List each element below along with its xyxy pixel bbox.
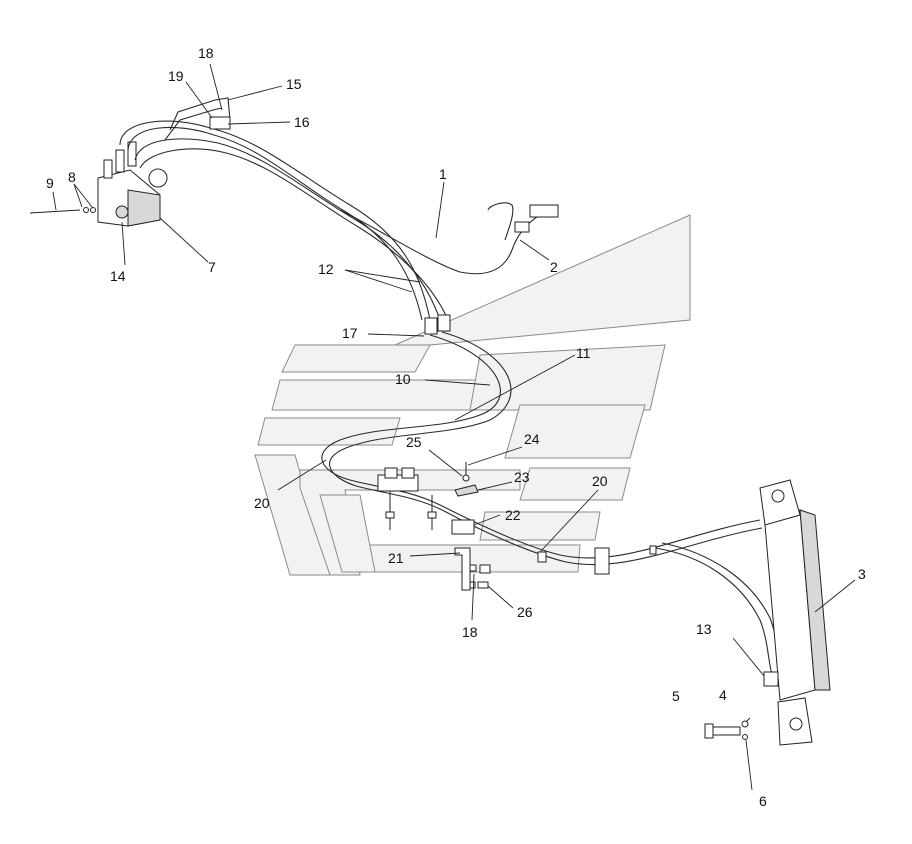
control-valve-block: [29, 141, 168, 227]
callout-25: 25: [406, 434, 422, 450]
callout-12: 12: [318, 261, 334, 277]
callout-5: 5: [672, 688, 680, 704]
callout-labels: 1 2 3 4 5 6 7 8 9 10 11 12 13 14 15 16 1…: [46, 45, 866, 809]
callout-24: 24: [524, 431, 540, 447]
callout-17: 17: [342, 325, 358, 341]
callout-3: 3: [858, 566, 866, 582]
callout-16: 16: [294, 114, 310, 130]
callout-18-top: 18: [198, 45, 214, 61]
hose-bundle-upper: [119, 97, 449, 321]
callout-23: 23: [514, 469, 530, 485]
electrical-harness: [339, 202, 559, 275]
callout-4: 4: [719, 687, 727, 703]
callout-6: 6: [759, 793, 767, 809]
callout-1: 1: [439, 166, 447, 182]
callout-22: 22: [505, 507, 521, 523]
callout-8: 8: [68, 169, 76, 185]
callout-11: 11: [576, 345, 591, 361]
callout-14: 14: [110, 268, 126, 284]
callout-7: 7: [208, 259, 216, 275]
callout-15: 15: [286, 76, 302, 92]
callout-21: 21: [388, 550, 404, 566]
hydraulic-cylinder: [759, 479, 831, 746]
callout-10: 10: [395, 371, 411, 387]
callout-20-right: 20: [592, 473, 608, 489]
pin-hardware: [704, 720, 749, 740]
callout-13: 13: [696, 621, 712, 637]
callout-2: 2: [550, 259, 558, 275]
callout-19: 19: [168, 68, 184, 84]
callout-26: 26: [517, 604, 533, 620]
callout-9: 9: [46, 175, 54, 191]
callout-20-left: 20: [254, 495, 270, 511]
mounting-brackets: [377, 462, 491, 591]
hose-fittings-mid: [424, 314, 451, 335]
leader-lines: [52, 63, 856, 791]
callout-18-bottom: 18: [462, 624, 478, 640]
